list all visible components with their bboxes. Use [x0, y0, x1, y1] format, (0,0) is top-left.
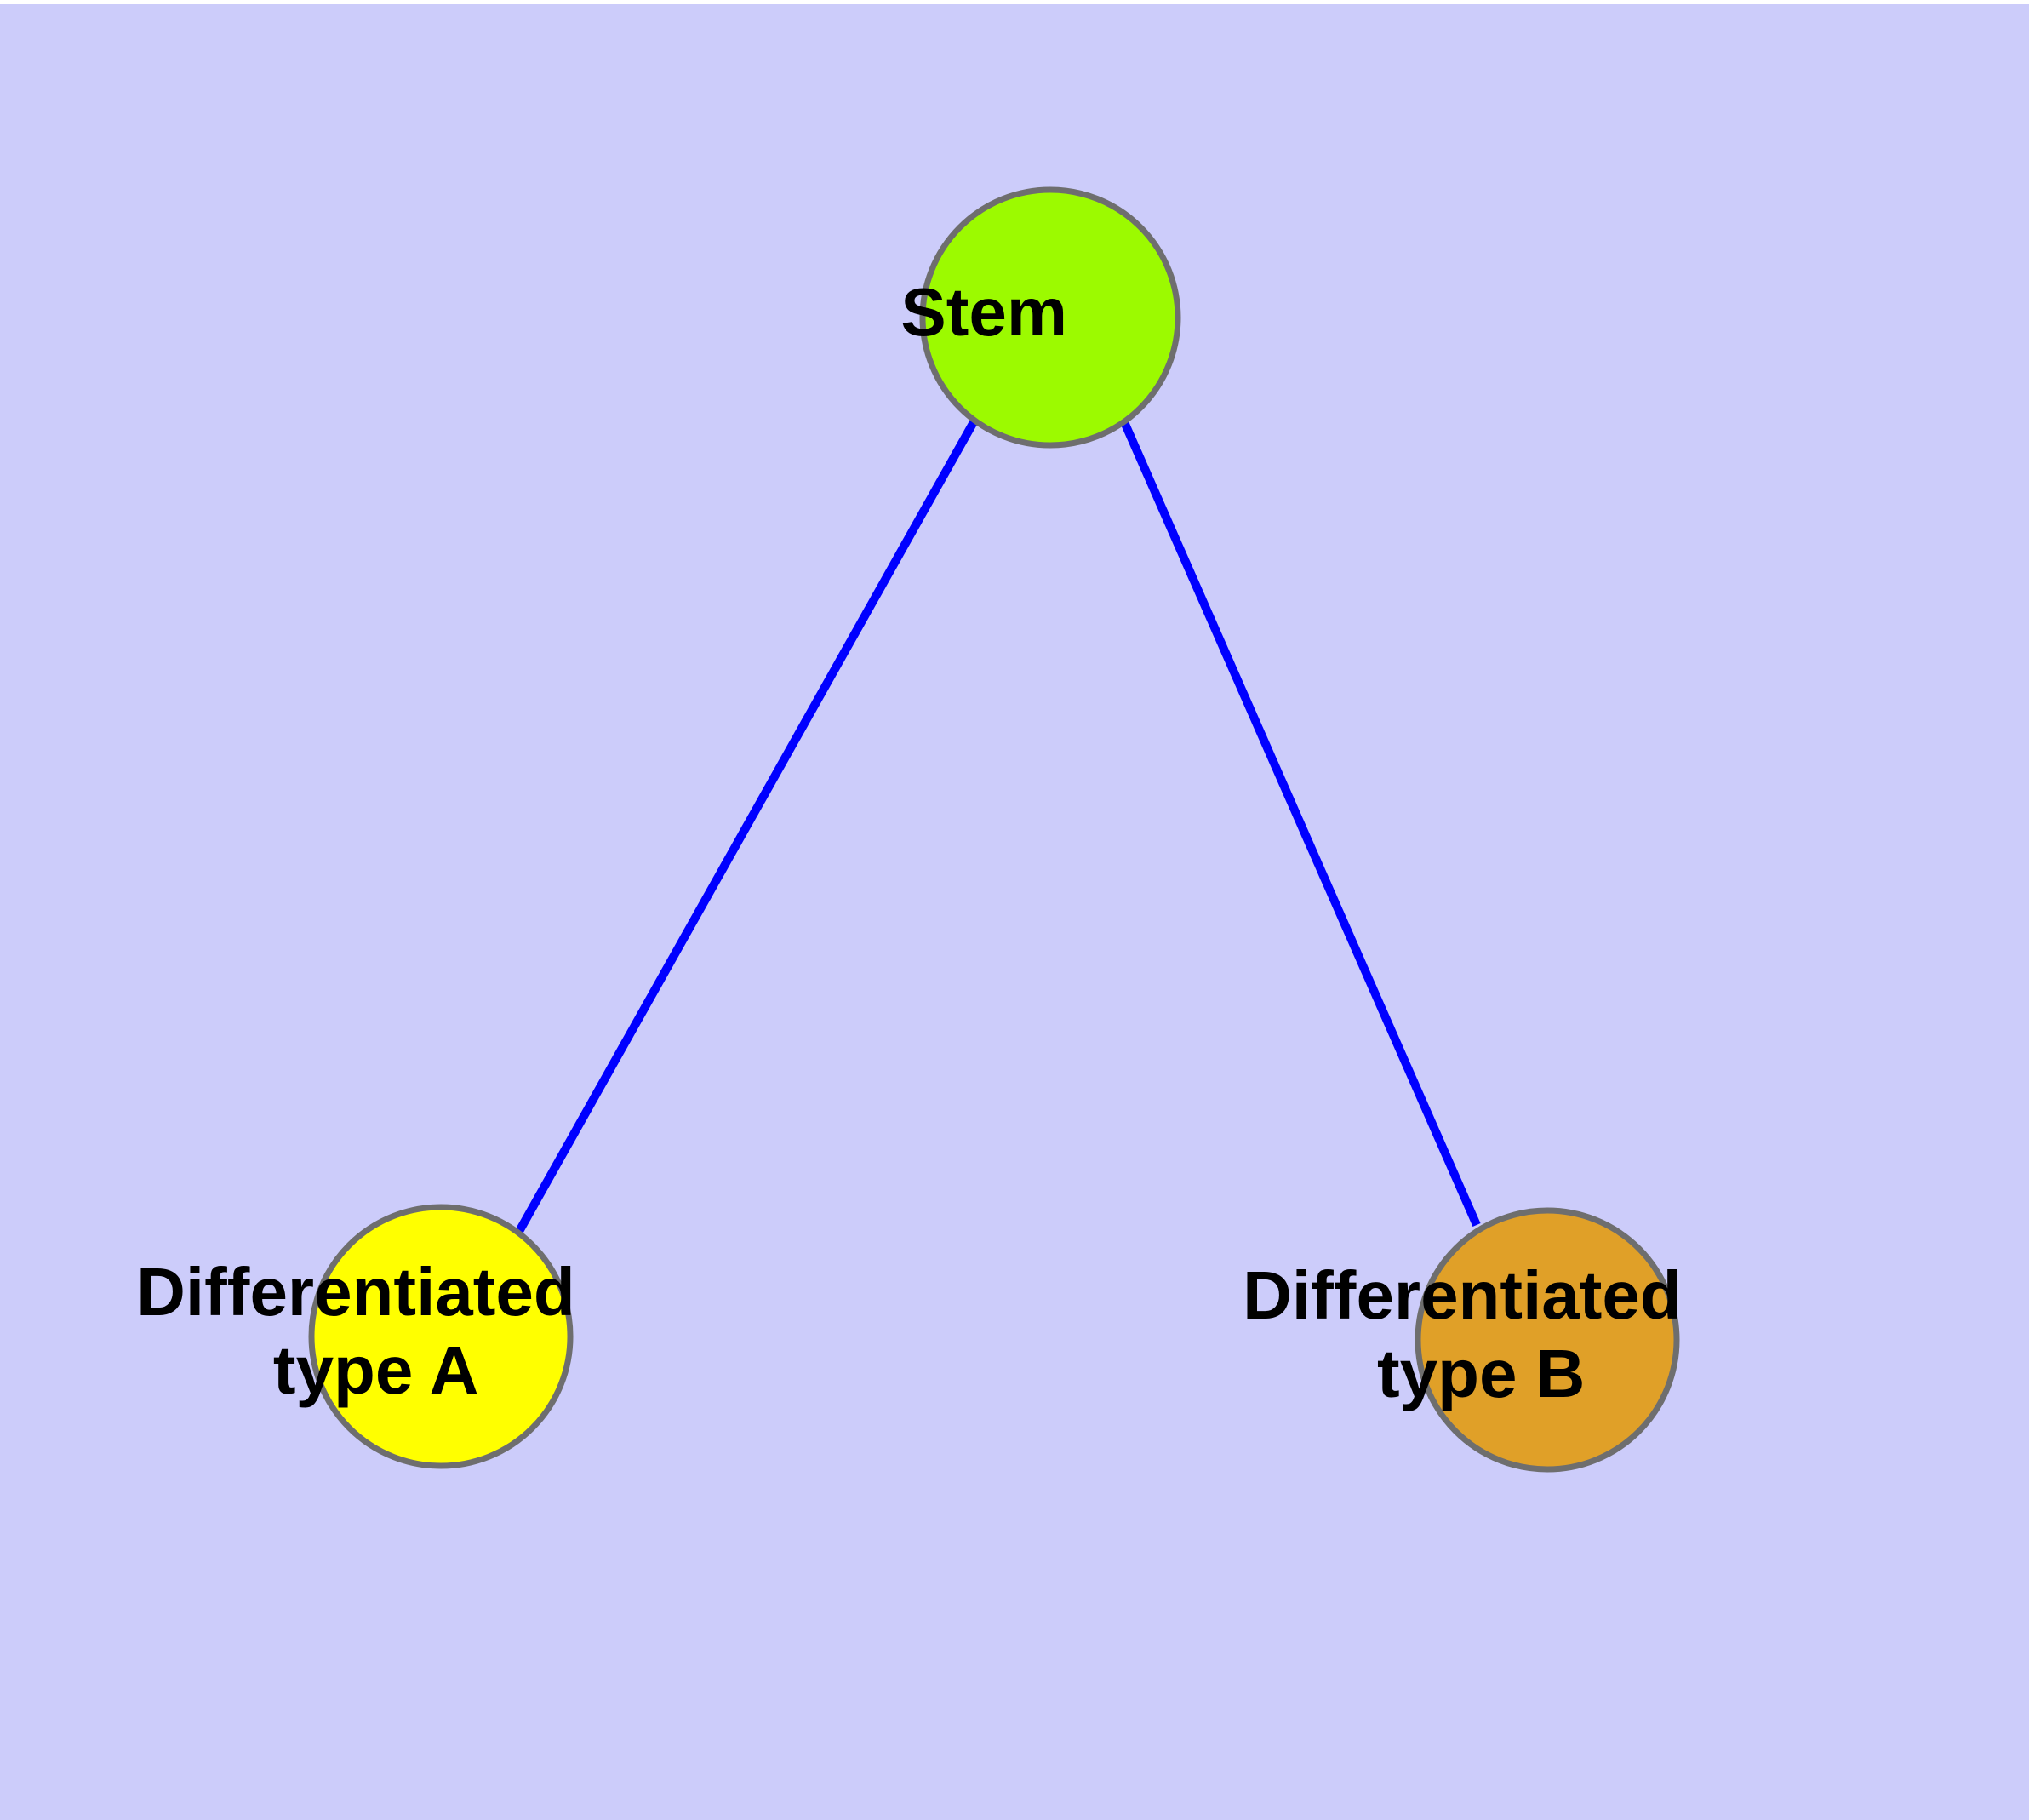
node-differentiated-type-b-label-line-2: type B	[1377, 1336, 1586, 1411]
node-differentiated-type-a-label: Differentiated type A	[136, 1254, 746, 1408]
node-differentiated-type-b-label: Differentiated type B	[1243, 1257, 1852, 1411]
edge-stem-to-differentiated-type-b[interactable]	[1117, 414, 1481, 1228]
node-layer	[308, 186, 1680, 1473]
label-layer: Stem Differentiated type A Differentiate…	[136, 274, 1852, 1411]
node-differentiated-type-b-label-line-1: Differentiated	[1243, 1257, 1682, 1333]
node-stem-label: Stem	[900, 274, 1199, 350]
edge-stem-to-differentiated-type-a[interactable]	[513, 418, 979, 1237]
node-differentiated-type-a-label-line-2: type A	[273, 1332, 477, 1408]
node-differentiated-type-b-circle[interactable]	[1415, 1207, 1680, 1473]
node-stem-circle[interactable]	[919, 186, 1181, 449]
node-differentiated-type-a-label-line-1: Differentiated	[136, 1254, 575, 1330]
edge-layer	[513, 414, 1481, 1237]
node-stem-label-line-1: Stem	[900, 274, 1067, 350]
node-differentiated-type-a-circle[interactable]	[308, 1204, 574, 1469]
